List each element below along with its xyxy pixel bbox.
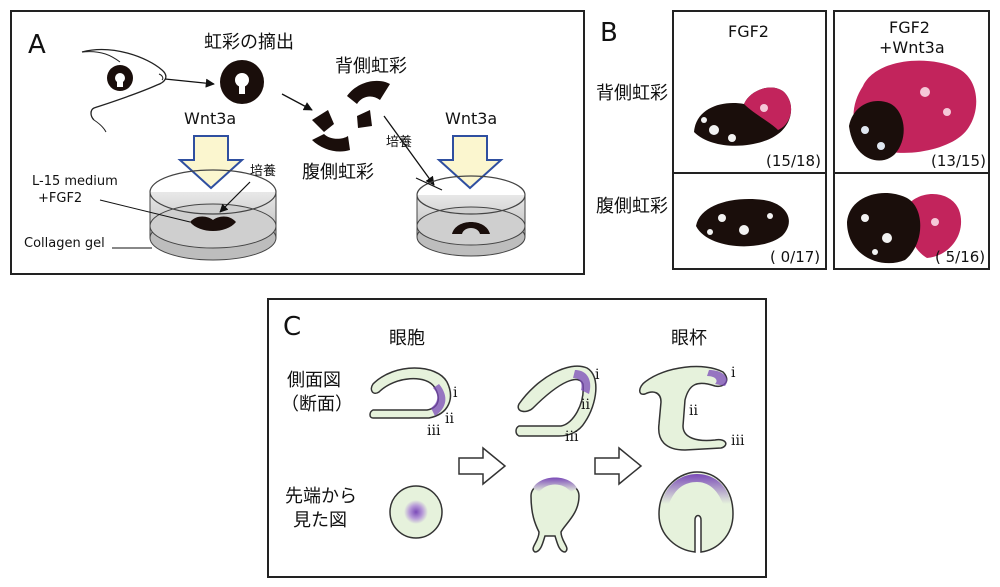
- histology-fgf2-ventral: [696, 199, 789, 247]
- progression-arrow-1: [458, 446, 507, 486]
- optic-vesicle-label: 眼胞: [389, 328, 425, 349]
- count-wnt-dorsal: (13/15): [931, 152, 986, 170]
- arrow-culture-left: [219, 181, 251, 213]
- culture-dish-left: [149, 169, 277, 261]
- arrow-culture-right: [415, 177, 443, 191]
- panel-a-drawing: [81, 48, 526, 261]
- ventral-iris-label: 腹側虹彩: [302, 162, 374, 183]
- count-wnt-ventral: ( 5/16): [935, 248, 986, 266]
- histology-fgf2-dorsal: [694, 87, 792, 146]
- iris-extraction-label: 虹彩の摘出: [204, 32, 294, 53]
- panel-c-drawing: [369, 365, 734, 553]
- panel-b-letter: B: [600, 18, 618, 48]
- medium-label-line1: L-15 medium: [32, 174, 118, 189]
- progression-arrow-2: [594, 446, 643, 486]
- panel-c-letter: C: [283, 312, 302, 342]
- label-iii-stage2: iii: [565, 429, 579, 445]
- label-i-stage3: i: [731, 365, 736, 381]
- panel-c: C 眼胞 眼杯 側面図 （断面） 先端から 見た図 i ii iii i ii …: [267, 298, 767, 578]
- label-ii-stage1: ii: [445, 411, 454, 427]
- column-header-fgf2-line1: FGF2: [889, 18, 930, 37]
- medium-label-line2: +FGF2: [38, 191, 83, 206]
- arrow-extract: [164, 78, 215, 88]
- label-iii-stage3: iii: [731, 433, 745, 449]
- panel-b-wnt3a-column: FGF2 +Wnt3a (13/15) ( 5/16): [833, 10, 990, 270]
- side-view-transition: [515, 365, 597, 437]
- histology-wnt3a-ventral: [847, 192, 962, 264]
- culture-dish-right: [416, 175, 526, 257]
- tip-view-vesicle: [389, 485, 443, 539]
- histology-fgf2: [694, 87, 792, 247]
- column-header-wnt3a-line2: +Wnt3a: [879, 38, 945, 57]
- panel-a-letter: A: [28, 30, 46, 60]
- tip-view-cup: [658, 471, 734, 553]
- tip-view-label-line2: 見た図: [293, 510, 347, 531]
- side-view-label-line2: （断面）: [281, 394, 353, 415]
- culture-left-label: 培養: [250, 164, 277, 179]
- side-view-cup: [639, 365, 728, 451]
- culture-right-label: 培養: [386, 135, 413, 150]
- wnt3a-right-label: Wnt3a: [445, 109, 498, 128]
- count-fgf2-ventral: ( 0/17): [770, 248, 821, 266]
- arrow-split: [281, 93, 313, 111]
- dorsal-iris-label: 背側虹彩: [335, 56, 407, 77]
- column-header-fgf2: FGF2: [728, 22, 769, 41]
- count-fgf2-dorsal: (15/18): [766, 152, 821, 170]
- side-view-label-line1: 側面図: [287, 370, 341, 391]
- optic-cup-label: 眼杯: [671, 328, 707, 349]
- side-view-vesicle: [369, 367, 452, 419]
- extracted-iris: [220, 60, 264, 104]
- wnt3a-arrow-left: [177, 135, 245, 190]
- row-label-ventral: 腹側虹彩: [596, 196, 668, 217]
- histology-wnt3a: [847, 60, 977, 264]
- label-ii-stage3: ii: [689, 403, 698, 419]
- wnt3a-left-label: Wnt3a: [184, 109, 237, 128]
- divider: [835, 172, 988, 174]
- histology-wnt3a-dorsal: [849, 60, 977, 161]
- panel-a: A 虹彩の摘出 背側虹彩 腹側虹彩 Wnt3a Wnt3a 培養 培養 L-15…: [10, 10, 585, 275]
- wnt3a-arrow-right: [436, 135, 504, 190]
- label-iii-stage1: iii: [427, 423, 441, 439]
- collagen-gel-label: Collagen gel: [24, 236, 105, 251]
- split-iris-pieces: [312, 80, 390, 152]
- leader-medium: [99, 199, 191, 223]
- newt-head-illustration: [81, 48, 167, 133]
- panel-b-fgf2-column: FGF2 (15/18) ( 0/17): [672, 10, 827, 270]
- row-label-dorsal: 背側虹彩: [596, 83, 668, 104]
- label-ii-stage2: ii: [581, 397, 590, 413]
- divider: [674, 172, 825, 174]
- label-i-stage1: i: [453, 385, 458, 401]
- tip-view-transition: [530, 477, 580, 553]
- label-i-stage2: i: [595, 367, 600, 383]
- tip-view-label-line1: 先端から: [285, 486, 357, 507]
- arrow-to-right-dish: [383, 115, 435, 186]
